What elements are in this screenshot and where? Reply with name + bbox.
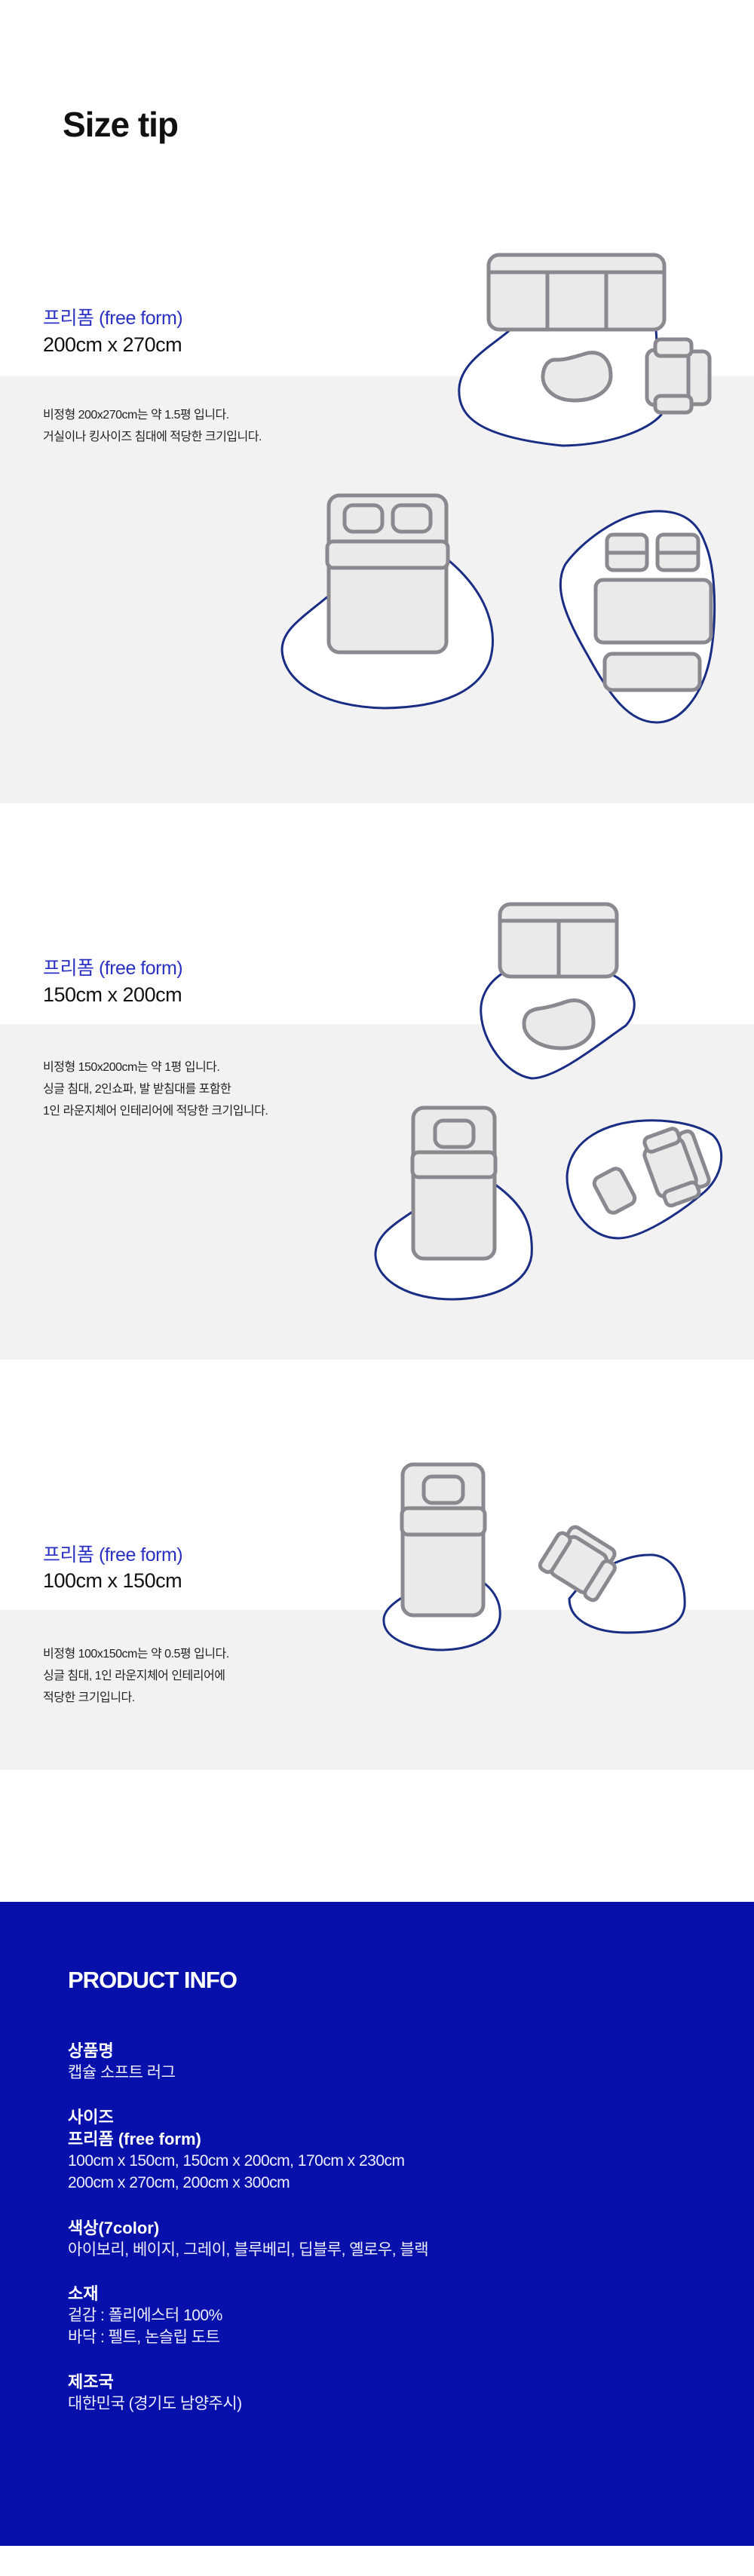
description-line: 싱글 침대, 2인쇼파, 발 받침대를 포함한 <box>43 1083 231 1096</box>
lounge-chair-illustration <box>566 1119 723 1240</box>
section-label: 프리폼 (free form) <box>43 958 183 979</box>
section-description: 비정형 200x270cm는 약 1.5평 입니다. 거실이나 킹사이즈 침대에… <box>43 404 262 448</box>
ottoman-icon <box>592 1167 637 1215</box>
info-value: 100cm x 150cm, 150cm x 200cm, 170cm x 23… <box>68 2152 405 2170</box>
product-info-title: PRODUCT INFO <box>68 1967 238 1993</box>
lounge-chair-icon <box>642 1127 711 1208</box>
info-product-name: 상품명 캡슐 소프트 러그 <box>68 2040 176 2084</box>
bedroom-illustration <box>374 1106 533 1301</box>
info-heading: 소재 <box>68 2284 99 2303</box>
bedroom-illustration <box>280 493 494 710</box>
description-line: 적당한 크기입니다. <box>43 1691 135 1704</box>
coffee-table-icon <box>522 998 596 1050</box>
bedroom-illustration <box>382 1462 501 1651</box>
description-line: 비정형 100x150cm는 약 0.5평 입니다. <box>43 1648 229 1661</box>
coffee-table-icon <box>541 351 613 403</box>
info-color: 색상(7color) 아이보리, 베이지, 그레이, 블루베리, 딥블루, 옐로… <box>68 2217 429 2261</box>
description-line: 거실이나 킹사이즈 침대에 적당한 크기입니다. <box>43 431 262 443</box>
section-band <box>0 1610 754 1770</box>
info-heading: 색상(7color) <box>68 2219 160 2237</box>
description-line: 싱글 침대, 1인 라운지체어 인테리어에 <box>43 1670 225 1682</box>
single-bed-icon <box>410 1106 498 1261</box>
lounge-chair-icon <box>538 1525 617 1602</box>
double-bed-icon <box>325 493 450 655</box>
section-description: 비정형 150x200cm는 약 1평 입니다. 싱글 침대, 2인쇼파, 발 … <box>43 1056 268 1122</box>
section-size: 200cm x 270cm <box>43 333 182 356</box>
product-info-panel <box>0 1902 754 2546</box>
info-origin: 제조국 대한민국 (경기도 남양주시) <box>68 2371 242 2415</box>
section-label: 프리폼 (free form) <box>43 1544 183 1566</box>
section-size: 100cm x 150cm <box>43 1569 182 1592</box>
table-set-icon <box>593 532 713 692</box>
page-title: Size tip <box>63 105 179 144</box>
armchair-icon <box>645 337 712 415</box>
info-size: 사이즈 프리폼 (free form) 100cm x 150cm, 150cm… <box>68 2106 405 2194</box>
section-label: 프리폼 (free form) <box>43 308 183 329</box>
section-description: 비정형 100x150cm는 약 0.5평 입니다. 싱글 침대, 1인 라운지… <box>43 1643 229 1709</box>
section-size: 150cm x 200cm <box>43 983 182 1006</box>
description-line: 비정형 150x200cm는 약 1평 입니다. <box>43 1061 220 1074</box>
description-line: 1인 라운지체어 인테리어에 적당한 크기입니다. <box>43 1105 268 1118</box>
sofa-icon <box>486 253 667 332</box>
info-value: 캡슐 소프트 러그 <box>68 2064 176 2081</box>
info-subheading: 프리폼 (free form) <box>68 2130 201 2148</box>
dining-illustration <box>559 510 716 724</box>
info-value: 겉감 : 폴리에스터 100% <box>68 2307 222 2324</box>
info-heading: 제조국 <box>68 2372 114 2391</box>
description-line: 비정형 200x270cm는 약 1.5평 입니다. <box>43 409 229 422</box>
sofa-icon <box>498 902 619 979</box>
info-material: 소재 겉감 : 폴리에스터 100% 바닥 : 펠트, 논슬립 도트 <box>68 2283 222 2348</box>
info-heading: 상품명 <box>68 2041 114 2060</box>
single-bed-icon <box>400 1462 487 1618</box>
info-value: 대한민국 (경기도 남양주시) <box>68 2395 242 2412</box>
info-value: 아이보리, 베이지, 그레이, 블루베리, 딥블루, 옐로우, 블랙 <box>68 2241 429 2259</box>
living-room-illustration <box>480 902 636 1080</box>
info-value: 200cm x 270cm, 200cm x 300cm <box>68 2174 290 2191</box>
info-heading: 사이즈 <box>68 2108 114 2127</box>
living-room-illustration <box>458 253 712 447</box>
lounge-chair-illustration <box>538 1525 686 1634</box>
info-value: 바닥 : 펠트, 논슬립 도트 <box>68 2329 220 2346</box>
